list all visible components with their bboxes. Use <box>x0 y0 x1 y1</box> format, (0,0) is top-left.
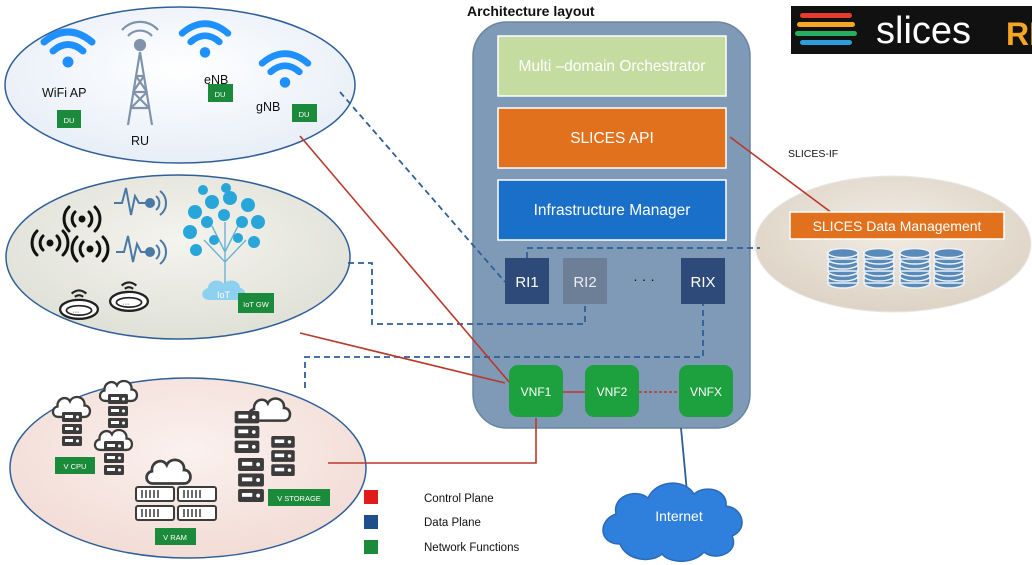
vstorage-label: V STORAGE <box>277 494 321 503</box>
slices-if-label: SLICES-IF <box>788 148 838 160</box>
logo-text: slices <box>876 10 971 52</box>
enb-label: eNB <box>204 73 228 87</box>
legend-data-plane: Data Plane <box>424 517 481 529</box>
vnf2-box <box>585 365 639 417</box>
iot-gw-label: IoT GW <box>243 300 270 309</box>
slices-api-box <box>497 107 727 169</box>
ri1-box <box>505 258 549 304</box>
legend-control-plane: Control Plane <box>424 493 494 505</box>
wifi-ap-label: WiFi AP <box>42 86 86 100</box>
internet-label: Internet <box>655 508 703 524</box>
ri2-label: RI2 <box>573 274 596 291</box>
signal-pulse-icon <box>114 187 167 265</box>
ri1-label: RI1 <box>515 274 538 291</box>
rix-label: RIX <box>690 274 715 291</box>
data-plane-links <box>304 91 760 388</box>
logo-suffix: RI <box>1006 16 1032 52</box>
vnfx-label: VNFX <box>690 385 722 399</box>
iot-gw-badge <box>238 293 274 313</box>
internet-cloud <box>602 482 743 562</box>
vnf2-label: VNF2 <box>597 385 628 399</box>
vstorage-badge <box>268 489 330 506</box>
iot-tree-icon: IoT <box>183 183 265 300</box>
slices-logo: slices RI <box>791 6 1032 54</box>
du-badge-gnb <box>292 104 317 122</box>
du-label-gnb: DU <box>299 110 310 119</box>
vcpu-label: V CPU <box>64 462 87 471</box>
gnb-label: gNB <box>256 100 280 114</box>
data-management-ellipse <box>754 175 1032 313</box>
du-badge-enb <box>208 84 233 102</box>
vnfx-box <box>679 365 733 417</box>
du-badge-wifi <box>57 110 81 128</box>
iot-domain-ellipse <box>5 174 351 340</box>
ru-label: RU <box>131 134 149 148</box>
ram-server-icon <box>135 458 217 521</box>
du-label-enb: DU <box>215 90 226 99</box>
infrastructure-manager-label: Infrastructure Manager <box>534 202 691 219</box>
diagram-title: Architecture layout <box>467 3 595 19</box>
data-management-label: SLICES Data Management <box>813 218 982 234</box>
orchestrator-box <box>497 35 727 97</box>
legend-swatch-network-functions <box>364 540 378 554</box>
vram-badge <box>155 528 196 545</box>
data-management-box <box>789 211 1005 240</box>
vnf1-label: VNF1 <box>521 385 552 399</box>
slices-api-label: SLICES API <box>570 130 654 147</box>
wireless-domain-ellipse <box>4 6 356 164</box>
orchestrator-label: Multi –domain Orchestrator <box>519 58 706 75</box>
ri-ellipsis: · · · <box>633 271 655 287</box>
radio-tower-icon <box>121 20 159 126</box>
iot-label: IoT <box>217 290 231 300</box>
infrastructure-manager-box <box>497 179 727 241</box>
du-label-wifi: DU <box>64 116 75 125</box>
rix-box <box>681 258 725 304</box>
internet-link <box>680 427 688 493</box>
compute-domain-ellipse <box>9 377 367 559</box>
legend-swatch-control-plane <box>364 490 378 504</box>
vram-label: V RAM <box>163 533 187 542</box>
legend-network-functions: Network Functions <box>424 542 519 554</box>
vnf1-box <box>509 365 563 417</box>
legend-swatch-data-plane <box>364 515 378 529</box>
control-plane-links <box>299 135 833 464</box>
ri2-box <box>563 258 607 304</box>
legend: Control Plane Data Plane Network Functio… <box>364 490 519 554</box>
vcpu-badge <box>55 457 95 474</box>
